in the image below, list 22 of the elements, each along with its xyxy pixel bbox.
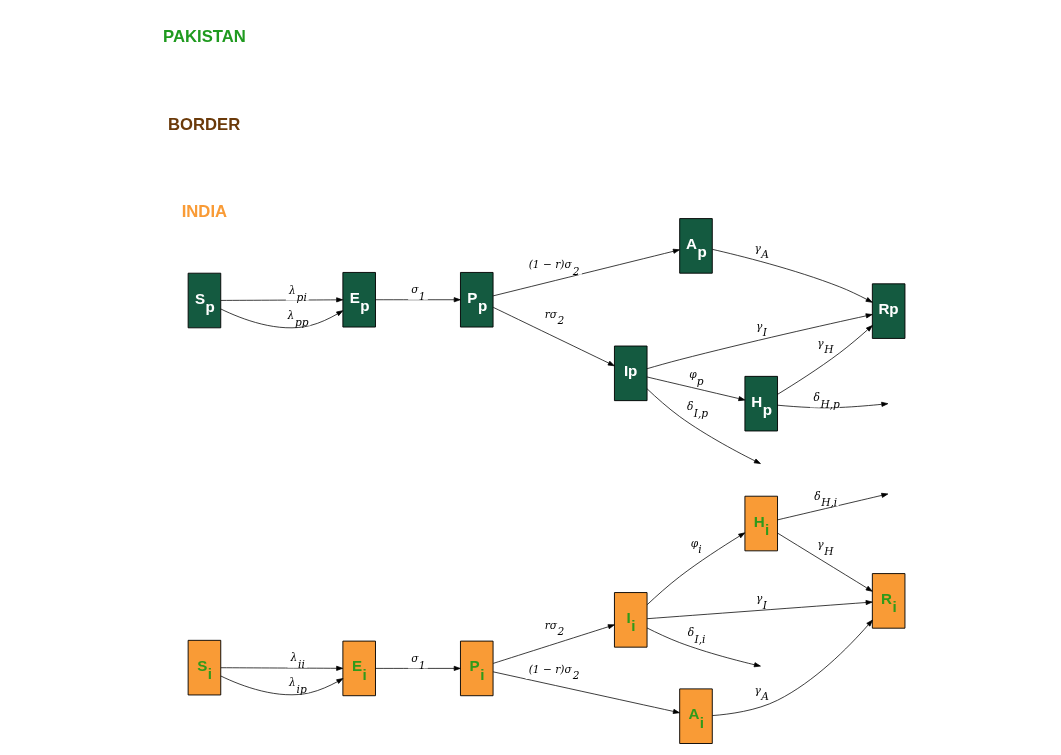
node-box: Ip [613, 345, 647, 402]
arrow [776, 492, 888, 521]
arrow [220, 297, 343, 303]
arrow [374, 665, 461, 671]
label: PAKISTAN [162, 27, 246, 47]
arrow [492, 248, 680, 297]
arrow [776, 532, 873, 592]
arrow [492, 624, 615, 664]
arrow [220, 665, 343, 671]
arrow [646, 376, 745, 402]
label: INDIA [181, 201, 227, 221]
arrow [374, 297, 461, 303]
arrow [776, 401, 888, 409]
arrow [492, 671, 680, 714]
node-box: Rp [871, 283, 905, 339]
arrow [646, 600, 872, 620]
arrow [711, 249, 873, 303]
arrow [711, 619, 873, 716]
arrow [646, 388, 761, 464]
label: BORDER [167, 114, 240, 134]
arrow [776, 325, 873, 395]
arrow [646, 313, 873, 370]
